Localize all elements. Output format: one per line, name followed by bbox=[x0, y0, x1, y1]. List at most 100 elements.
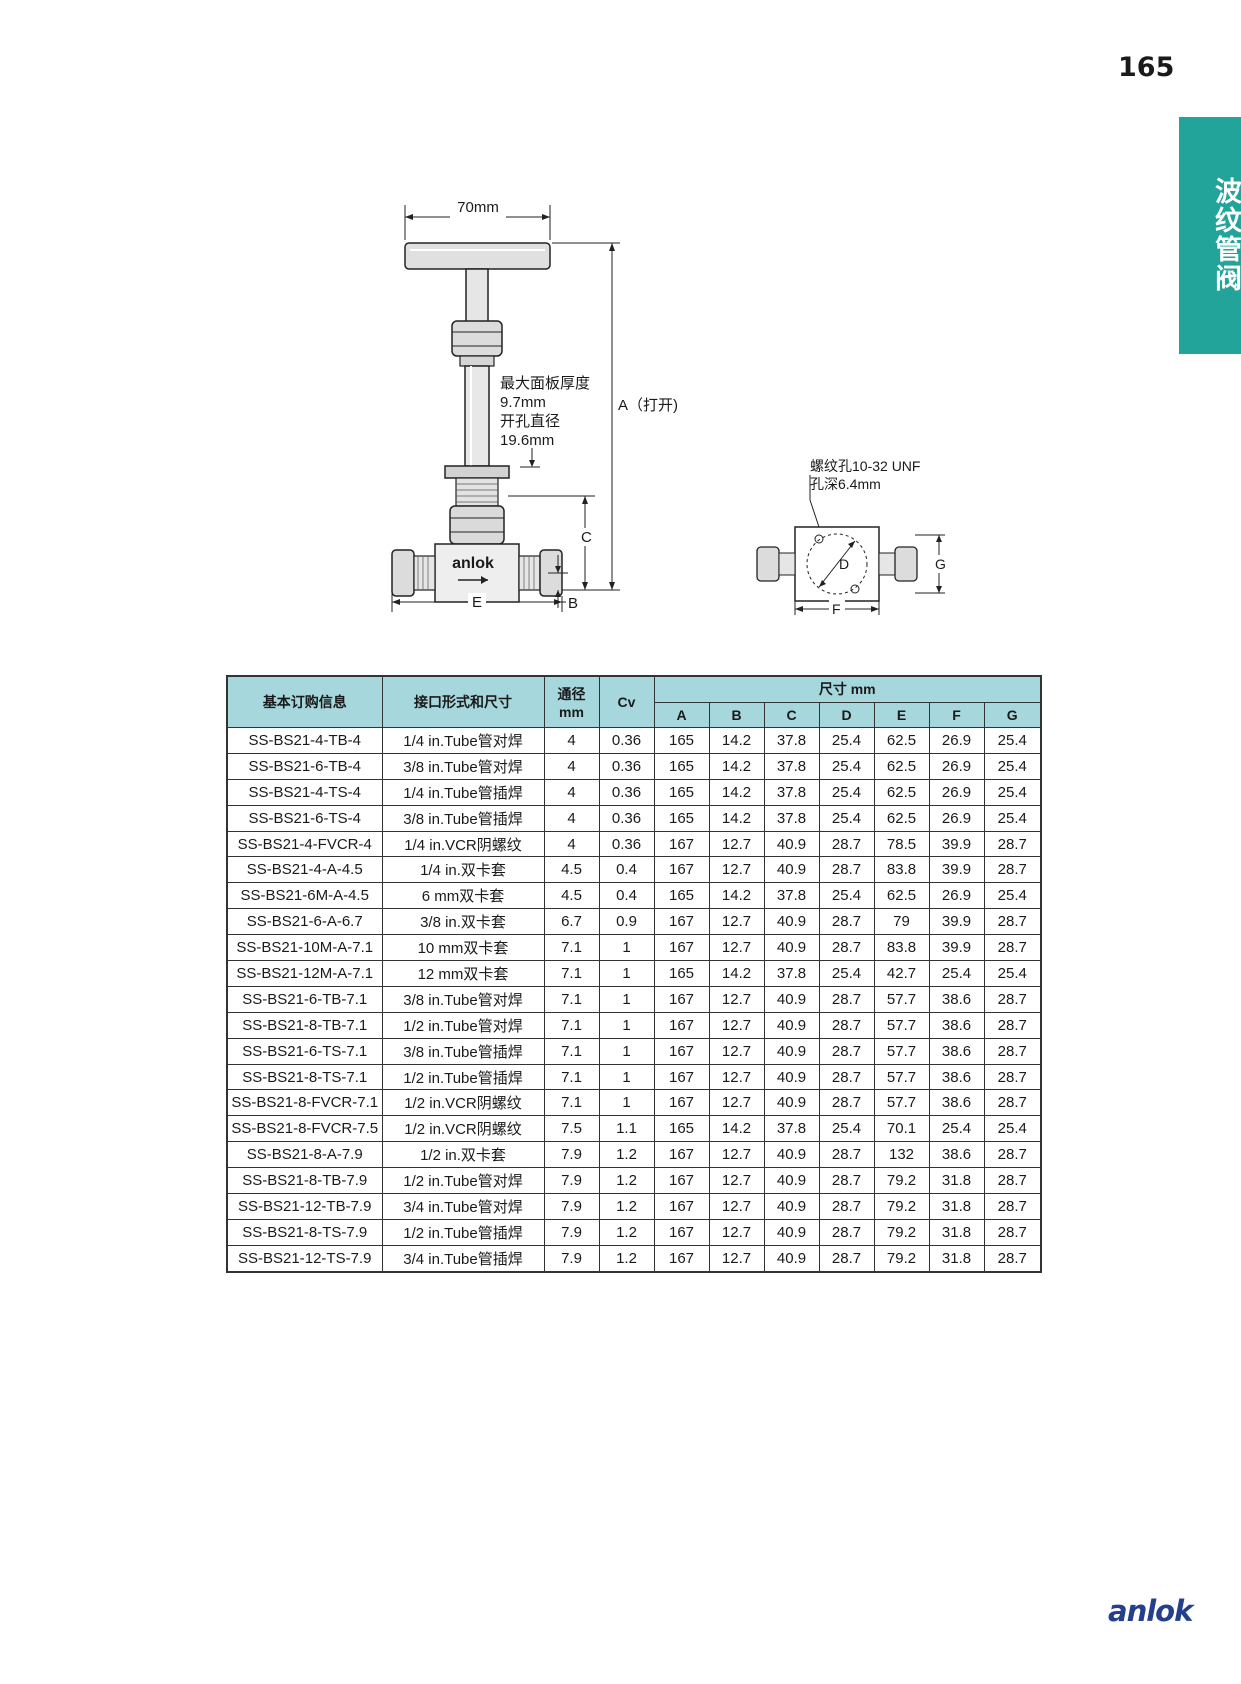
panel-note-line-4: 19.6mm bbox=[500, 432, 554, 449]
cell-dim-b: 12.7 bbox=[708, 856, 765, 884]
cell-dim-g: 25.4 bbox=[983, 727, 1042, 754]
cell-dim-g: 25.4 bbox=[983, 778, 1042, 806]
cell-dim-b: 12.7 bbox=[708, 1011, 765, 1039]
cell-dim-c: 40.9 bbox=[763, 1063, 820, 1091]
cell-connection: 3/8 in.Tube管对焊 bbox=[381, 752, 545, 780]
cell-dim-e: 78.5 bbox=[873, 830, 930, 858]
brand-logo: anlok bbox=[1108, 1594, 1193, 1628]
dimension-a-label: A（打开) bbox=[618, 397, 678, 414]
cell-dim-f: 38.6 bbox=[928, 1089, 985, 1117]
cell-connection: 3/8 in.双卡套 bbox=[381, 908, 545, 936]
cell-dim-e: 79.2 bbox=[873, 1167, 930, 1195]
dimension-d-label: D bbox=[839, 556, 849, 572]
cell-dim-b: 14.2 bbox=[708, 882, 765, 910]
cell-orifice: 4 bbox=[543, 830, 600, 858]
cell-dim-c: 37.8 bbox=[763, 960, 820, 987]
cell-dim-b: 12.7 bbox=[708, 1218, 765, 1246]
header-orifice-line-2: mm bbox=[559, 704, 584, 720]
cell-orifice: 4.5 bbox=[543, 856, 600, 884]
cell-cv: 0.9 bbox=[598, 908, 655, 936]
cell-dim-b: 14.2 bbox=[708, 804, 765, 832]
valve-top-diagram: 螺纹孔10-32 UNF 孔深6.4mm D G F bbox=[756, 458, 949, 615]
section-tab: 波纹管阀 bbox=[1179, 117, 1241, 354]
cell-dim-a: 167 bbox=[653, 1011, 710, 1039]
cell-dim-e: 57.7 bbox=[873, 1037, 930, 1065]
cell-cv: 0.36 bbox=[598, 804, 655, 832]
cell-connection: 1/2 in.Tube管对焊 bbox=[381, 1011, 545, 1039]
cell-dim-g: 28.7 bbox=[983, 1141, 1042, 1169]
cell-dim-c: 37.8 bbox=[763, 778, 820, 806]
cell-dim-d: 28.7 bbox=[818, 934, 875, 962]
cell-order-code: SS-BS21-8-TB-7.1 bbox=[226, 1011, 383, 1039]
t-handle bbox=[404, 242, 551, 270]
cell-dim-d: 28.7 bbox=[818, 856, 875, 884]
cell-dim-d: 25.4 bbox=[818, 752, 875, 780]
header-orifice: 通径 mm bbox=[543, 675, 600, 728]
cell-dim-b: 12.7 bbox=[708, 908, 765, 936]
cell-orifice: 4 bbox=[543, 778, 600, 806]
cell-dim-d: 28.7 bbox=[818, 1037, 875, 1065]
cell-dim-c: 40.9 bbox=[763, 830, 820, 858]
cell-orifice: 4 bbox=[543, 727, 600, 754]
cell-order-code: SS-BS21-12-TB-7.9 bbox=[226, 1193, 383, 1220]
cell-dim-g: 25.4 bbox=[983, 1115, 1042, 1143]
cell-dim-e: 83.8 bbox=[873, 856, 930, 884]
cell-dim-a: 167 bbox=[653, 908, 710, 936]
cell-dim-a: 165 bbox=[653, 1115, 710, 1143]
cell-orifice: 7.5 bbox=[543, 1115, 600, 1143]
cell-cv: 0.36 bbox=[598, 830, 655, 858]
cell-orifice: 7.1 bbox=[543, 960, 600, 987]
cell-dim-a: 165 bbox=[653, 778, 710, 806]
cell-dim-a: 167 bbox=[653, 1089, 710, 1117]
dimension-b-label: B bbox=[568, 595, 578, 612]
cell-cv: 1.2 bbox=[598, 1244, 655, 1273]
cell-dim-g: 25.4 bbox=[983, 960, 1042, 987]
header-dim-f: F bbox=[928, 701, 985, 728]
cell-cv: 1.2 bbox=[598, 1218, 655, 1246]
header-dim-e: E bbox=[873, 701, 930, 728]
cell-dim-e: 79 bbox=[873, 908, 930, 936]
cell-dim-a: 165 bbox=[653, 804, 710, 832]
cell-orifice: 7.9 bbox=[543, 1167, 600, 1195]
cell-connection: 1/2 in.Tube管对焊 bbox=[381, 1167, 545, 1195]
cell-dim-d: 25.4 bbox=[818, 778, 875, 806]
cell-connection: 1/2 in.VCR阴螺纹 bbox=[381, 1089, 545, 1117]
cell-dim-f: 26.9 bbox=[928, 727, 985, 754]
cell-dim-a: 165 bbox=[653, 960, 710, 987]
cell-dim-d: 28.7 bbox=[818, 1193, 875, 1220]
cell-dim-f: 31.8 bbox=[928, 1218, 985, 1246]
cell-dim-c: 40.9 bbox=[763, 1193, 820, 1220]
cell-dim-c: 40.9 bbox=[763, 1011, 820, 1039]
cell-orifice: 7.9 bbox=[543, 1218, 600, 1246]
cell-dim-c: 40.9 bbox=[763, 1167, 820, 1195]
cell-dim-b: 12.7 bbox=[708, 1141, 765, 1169]
cell-dim-e: 62.5 bbox=[873, 804, 930, 832]
cell-orifice: 7.9 bbox=[543, 1193, 600, 1220]
section-tab-label: 波纹管阀 bbox=[1210, 177, 1241, 293]
cell-dim-f: 38.6 bbox=[928, 985, 985, 1013]
cell-order-code: SS-BS21-6-TS-4 bbox=[226, 804, 383, 832]
page-number: 165 bbox=[1118, 52, 1175, 83]
cell-dim-f: 31.8 bbox=[928, 1244, 985, 1273]
cell-dim-d: 28.7 bbox=[818, 1218, 875, 1246]
cell-dim-c: 37.8 bbox=[763, 752, 820, 780]
dimension-g-label: G bbox=[935, 556, 946, 572]
cell-dim-a: 167 bbox=[653, 1218, 710, 1246]
cell-connection: 3/8 in.Tube管插焊 bbox=[381, 804, 545, 832]
cell-order-code: SS-BS21-4-TB-4 bbox=[226, 727, 383, 754]
cell-dim-f: 38.6 bbox=[928, 1037, 985, 1065]
cell-dim-g: 28.7 bbox=[983, 856, 1042, 884]
cell-dim-e: 62.5 bbox=[873, 778, 930, 806]
